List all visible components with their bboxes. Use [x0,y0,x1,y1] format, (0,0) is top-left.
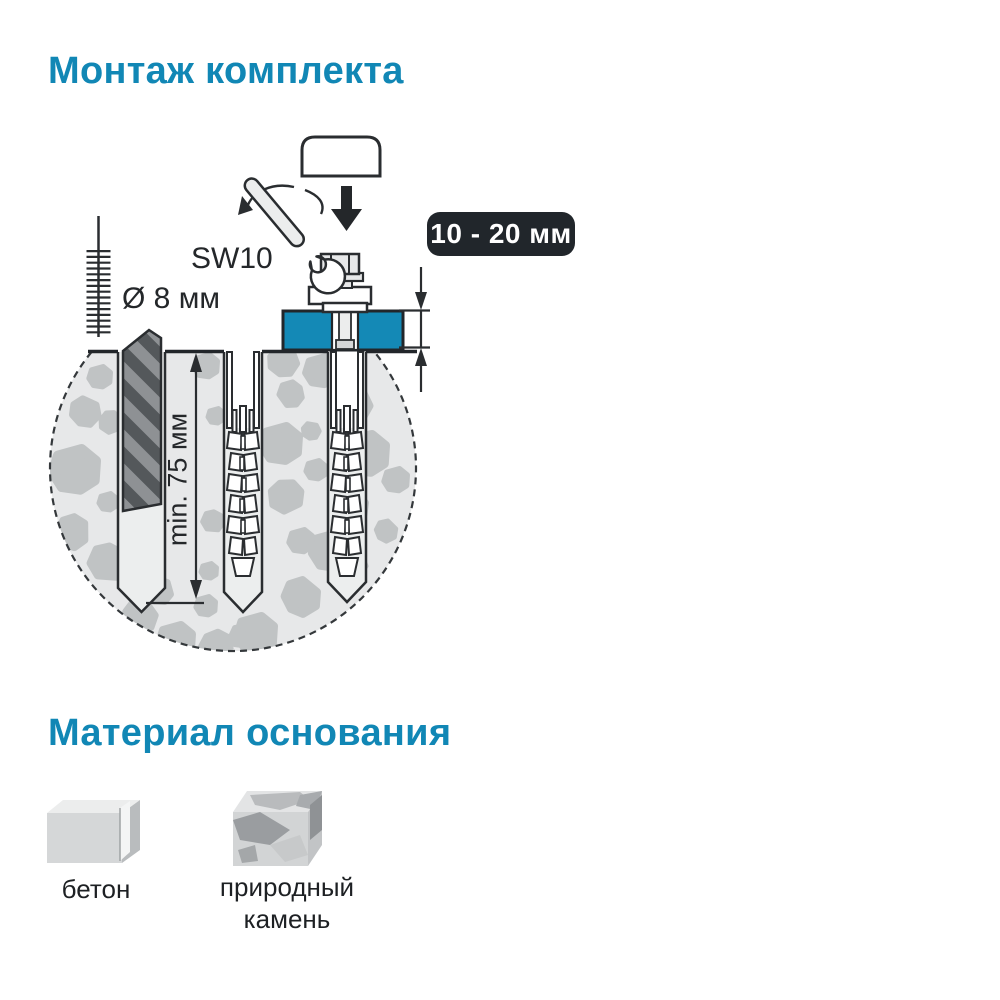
material-thickness-badge: 10 - 20 мм [427,212,575,256]
material-label-natural-stone: природный камень [219,872,355,934]
thickness-dimension-icon [399,267,430,392]
depth-dimension-icon [146,353,204,605]
depth-gauge-brush-icon [86,216,111,337]
drill-diameter-label: Ø 8 мм [122,282,220,315]
installation-section-title: Монтаж комплекта [48,50,404,92]
fixture-plate-icon [281,309,405,352]
protective-cap-icon [300,135,382,178]
material-label-concrete: бетон [61,874,131,904]
drill-bit-icon [121,328,163,513]
base-material-section-title: Материал основания [48,712,452,754]
wrench-size-label: SW10 [191,242,273,275]
concrete-block-icon [47,800,140,863]
wrench-icon [243,177,347,295]
insertion-arrow-icon [331,186,362,231]
natural-stone-icon [233,791,322,866]
min-depth-label: min. 75 мм [162,412,193,547]
